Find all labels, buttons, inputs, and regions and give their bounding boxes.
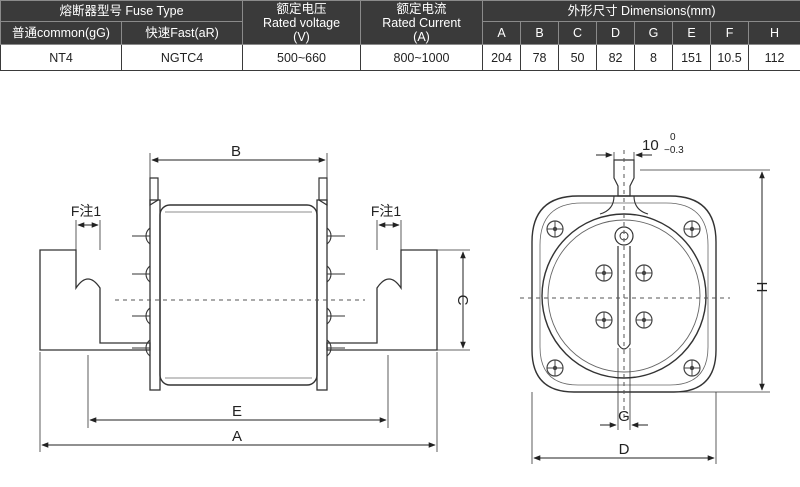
dim-b-cell: 78 [520, 44, 560, 71]
tab-tolerance-upper: 0 [670, 132, 676, 143]
dim-col-b: B [520, 21, 560, 45]
dimension-b-label: B [231, 143, 241, 160]
dim-col-a: A [482, 21, 522, 45]
center-bolt-icon [635, 311, 653, 329]
tab-tolerance-lower: −0.3 [664, 145, 684, 156]
dim-d-cell: 82 [596, 44, 636, 71]
dim-c-cell: 50 [558, 44, 598, 71]
dim-h-cell: 112 [748, 44, 800, 71]
dimension-e-label: E [232, 403, 242, 420]
corner-bolt-icon [546, 359, 564, 377]
tab-width-value: 10 [642, 137, 659, 154]
dim-col-g: G [634, 21, 674, 45]
dim-col-f: F [710, 21, 750, 45]
right-blade [326, 249, 438, 351]
dimension-d-label: D [619, 441, 630, 458]
dimension-f-left-label: F注1 [71, 203, 102, 219]
rated-current-cn: 额定电流 [396, 1, 447, 16]
fuse-type-header: 熔断器型号 Fuse Type [0, 0, 244, 22]
spec-table: 熔断器型号 Fuse Type 额定电压 Rated voltage (V) 额… [0, 0, 800, 71]
rated-voltage-unit: (V) [293, 29, 310, 44]
left-tab [149, 177, 159, 207]
rated-current-unit: (A) [413, 29, 430, 44]
voltage-cell: 500~660 [242, 44, 362, 71]
dim-a-cell: 204 [482, 44, 522, 71]
side-view: B F注1 F注1 C E A [39, 143, 471, 452]
right-end-cap [316, 199, 328, 391]
dim-col-h: H [748, 21, 800, 45]
header-row-2: 普通common(gG) 快速Fast(aR) A B C D G E F H [0, 21, 800, 45]
fast-ar-header: 快速Fast(aR) [120, 21, 244, 45]
center-bolt-icon [595, 311, 613, 329]
corner-bolt-icon [683, 359, 701, 377]
dim-col-e: E [672, 21, 712, 45]
dimension-c-label: C [454, 295, 471, 306]
right-tab [318, 177, 328, 207]
corner-bolt-icon [546, 220, 564, 238]
end-view: 10 0 −0.3 H G D [520, 132, 770, 464]
dim-col-d: D [596, 21, 636, 45]
fuse-body [159, 204, 318, 386]
dimensions-header: 外形尺寸 Dimensions(mm) [482, 0, 800, 22]
dimension-h-label: H [753, 282, 770, 293]
center-bolt-icon [595, 264, 613, 282]
dimension-f-right-label: F注1 [371, 203, 402, 219]
current-cell: 800~1000 [360, 44, 484, 71]
center-bolt-icon [635, 264, 653, 282]
common-gg-header: 普通common(gG) [0, 21, 122, 45]
dimension-g-label: G [618, 408, 630, 425]
corner-bolt-icon [683, 220, 701, 238]
rated-current-en: Rated Current [382, 15, 461, 30]
rated-voltage-header: 额定电压 Rated voltage (V) [242, 0, 362, 45]
rated-voltage-en: Rated voltage [262, 15, 341, 30]
rated-voltage-cn: 额定电压 [276, 1, 327, 16]
dim-g-cell: 8 [634, 44, 674, 71]
left-end-cap [149, 199, 161, 391]
rated-current-header: 额定电流 Rated Current (A) [360, 0, 484, 45]
table-row: NT4 NGTC4 500~660 800~1000 204 78 50 82 … [0, 44, 800, 71]
center-slot [617, 246, 631, 350]
header-row-1: 熔断器型号 Fuse Type 额定电压 Rated voltage (V) 额… [0, 0, 800, 45]
dim-f-cell: 10.5 [710, 44, 750, 71]
fuse-dimension-drawing: B F注1 F注1 C E A [39, 132, 770, 464]
common-model-cell: NT4 [0, 44, 122, 71]
dim-e-cell: 151 [672, 44, 712, 71]
fast-model-cell: NGTC4 [120, 44, 244, 71]
end-tab [613, 159, 635, 197]
dimension-a-label: A [232, 428, 242, 445]
dim-col-c: C [558, 21, 598, 45]
